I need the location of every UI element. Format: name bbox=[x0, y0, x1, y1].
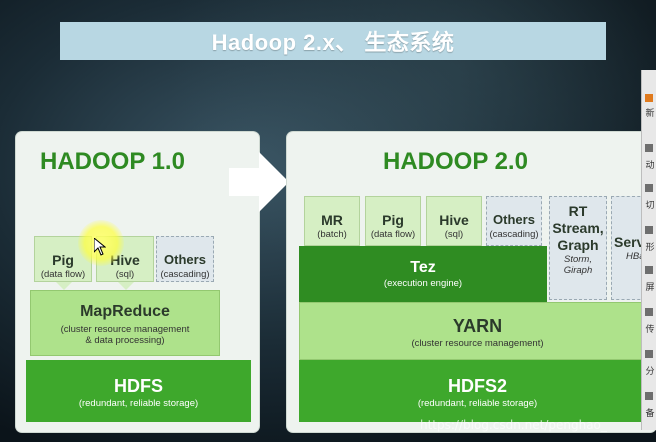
rt-sub1: Storm, bbox=[564, 254, 592, 265]
hadoop1-panel: HADOOP 1.0 Pig (data flow) Hive (sql) Ot… bbox=[16, 132, 259, 432]
sidebar-icon-2[interactable] bbox=[645, 144, 653, 152]
sidebar-item-5[interactable]: 屏 bbox=[645, 282, 655, 292]
yarn-sub: (cluster resource management) bbox=[411, 338, 544, 349]
mapreduce-sub1: (cluster resource management bbox=[60, 324, 190, 335]
sidebar-item-6[interactable]: 传 bbox=[645, 324, 655, 334]
slide-title-bar: Hadoop 2.x、 生态系统 bbox=[60, 22, 606, 60]
hadoop2-panel: HADOOP 2.0 MR (batch) Pig (data flow) Hi… bbox=[287, 132, 656, 432]
hadoop1-hive-sub: (sql) bbox=[115, 269, 135, 280]
rt-sub2: Giraph bbox=[563, 265, 593, 276]
tez-name: Tez bbox=[410, 259, 436, 276]
hdfs-sub: (redundant, reliable storage) bbox=[78, 398, 199, 409]
yarn-box: YARN (cluster resource management) bbox=[299, 302, 656, 360]
hadoop1-pig-box: Pig (data flow) bbox=[34, 236, 92, 282]
mouse-pointer-icon bbox=[94, 238, 106, 256]
hadoop2-hive-box: Hive (sql) bbox=[426, 196, 482, 246]
sidebar-icon-7[interactable] bbox=[645, 350, 653, 358]
hadoop2-mr-box: MR (batch) bbox=[304, 196, 360, 246]
rt-line2: Stream, bbox=[552, 220, 604, 236]
app-sidebar: 新 动 切 形 屏 传 分 备 bbox=[641, 70, 656, 430]
slide-title: Hadoop 2.x、 生态系统 bbox=[211, 30, 455, 55]
serv-name: Serv bbox=[614, 234, 645, 250]
hadoop2-others-box: Others (cascading) bbox=[486, 196, 542, 246]
watermark: https://blog.csdn.net/penghao_ bbox=[420, 418, 607, 432]
hadoop2-mr-name: MR bbox=[321, 212, 343, 228]
rt-line1: RT bbox=[568, 203, 588, 219]
sidebar-icon-6[interactable] bbox=[645, 308, 653, 316]
sidebar-item-2[interactable]: 动 bbox=[645, 160, 655, 170]
sidebar-item-7[interactable]: 分 bbox=[645, 366, 655, 376]
hadoop1-others-sub: (cascading) bbox=[160, 269, 210, 280]
hadoop2-hive-name: Hive bbox=[439, 212, 469, 228]
yarn-name: YARN bbox=[452, 316, 503, 336]
hadoop2-pig-name: Pig bbox=[382, 212, 404, 228]
hadoop2-hive-sub: (sql) bbox=[444, 229, 464, 240]
mapreduce-sub2: & data processing) bbox=[85, 335, 165, 346]
hadoop1-pig-sub: (data flow) bbox=[40, 269, 86, 280]
sidebar-icon-1[interactable] bbox=[645, 94, 653, 102]
hadoop2-others-sub: (cascading) bbox=[489, 229, 539, 240]
sidebar-icon-5[interactable] bbox=[645, 266, 653, 274]
sidebar-item-8[interactable]: 备 bbox=[645, 408, 655, 418]
mapreduce-name: MapReduce bbox=[80, 303, 170, 320]
sidebar-item-4[interactable]: 形 bbox=[645, 242, 655, 252]
pig-connector bbox=[56, 282, 72, 290]
right-arrow-icon bbox=[229, 152, 289, 212]
sidebar-icon-8[interactable] bbox=[645, 392, 653, 400]
hdfs2-sub: (redundant, reliable storage) bbox=[417, 398, 538, 409]
tez-sub: (execution engine) bbox=[383, 278, 463, 289]
sidebar-item-3[interactable]: 切 bbox=[645, 200, 655, 210]
hadoop2-heading: HADOOP 2.0 bbox=[383, 148, 528, 175]
sidebar-icon-3[interactable] bbox=[645, 184, 653, 192]
hadoop1-pig-name: Pig bbox=[52, 252, 74, 268]
hadoop2-pig-sub: (data flow) bbox=[370, 229, 416, 240]
hadoop1-others-box: Others (cascading) bbox=[156, 236, 214, 282]
hdfs-name: HDFS bbox=[114, 376, 163, 396]
hadoop2-pig-box: Pig (data flow) bbox=[365, 196, 421, 246]
sidebar-item-1[interactable]: 新 bbox=[645, 108, 655, 118]
hdfs-box: HDFS (redundant, reliable storage) bbox=[26, 360, 251, 422]
rt-line3: Graph bbox=[557, 237, 599, 253]
hadoop2-others-name: Others bbox=[493, 212, 535, 227]
hdfs2-box: HDFS2 (redundant, reliable storage) bbox=[299, 360, 656, 422]
hadoop1-heading: HADOOP 1.0 bbox=[40, 148, 185, 175]
hadoop2-mr-sub: (batch) bbox=[317, 229, 347, 240]
hdfs2-name: HDFS2 bbox=[447, 376, 507, 396]
mapreduce-box: MapReduce (cluster resource management &… bbox=[30, 290, 220, 356]
hive-connector bbox=[118, 282, 134, 290]
cursor-highlight bbox=[78, 220, 124, 266]
hadoop1-others-name: Others bbox=[164, 252, 206, 267]
serv-sub: HBa bbox=[626, 251, 645, 262]
sidebar-icon-4[interactable] bbox=[645, 226, 653, 234]
tez-box: Tez (execution engine) bbox=[299, 246, 547, 302]
hadoop2-rt-box: RT Stream, Graph Storm, Giraph bbox=[549, 196, 607, 300]
